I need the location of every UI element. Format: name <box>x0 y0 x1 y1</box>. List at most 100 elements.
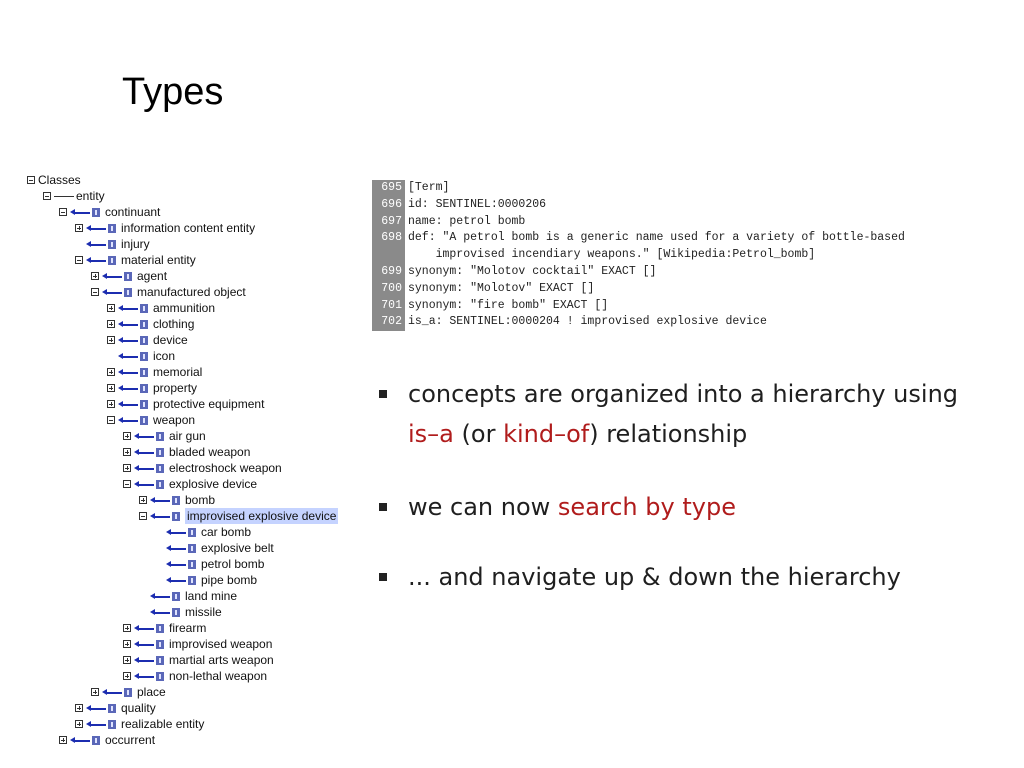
subclass-arrow-icon <box>134 476 154 492</box>
tree-node[interactable]: information content entity <box>75 220 255 236</box>
tree-node[interactable]: pipe bomb <box>155 572 257 588</box>
tree-node-label: clothing <box>153 317 195 331</box>
class-icon <box>172 591 180 601</box>
expand-icon[interactable] <box>123 448 131 456</box>
leaf-spacer <box>75 240 83 248</box>
subclass-arrow-icon <box>134 460 154 476</box>
expand-icon[interactable] <box>123 672 131 680</box>
collapse-icon[interactable] <box>107 416 115 424</box>
expand-icon[interactable] <box>59 736 67 744</box>
line-text: synonym: "Molotov" EXACT [] <box>405 280 595 298</box>
bullet-text: we can now search by type <box>408 493 736 521</box>
tree-node[interactable]: protective equipment <box>107 396 264 412</box>
tree-node-label: petrol bomb <box>201 557 265 571</box>
tree-node-label: non-lethal weapon <box>169 669 268 683</box>
tree-node[interactable]: continuant <box>59 204 160 220</box>
leaf-spacer <box>155 528 163 536</box>
tree-node-label: icon <box>153 349 176 363</box>
expand-icon[interactable] <box>91 688 99 696</box>
line-number: 701 <box>372 297 405 315</box>
leaf-spacer <box>107 352 115 360</box>
expand-icon[interactable] <box>107 384 115 392</box>
class-icon <box>156 671 164 681</box>
tree-node[interactable]: device <box>107 332 188 348</box>
expand-icon[interactable] <box>75 704 83 712</box>
line-number: 697 <box>372 213 405 231</box>
tree-node[interactable]: air gun <box>123 428 206 444</box>
collapse-icon[interactable] <box>139 512 147 520</box>
tree-node[interactable]: realizable entity <box>75 716 204 732</box>
leaf-spacer <box>139 608 147 616</box>
expand-icon[interactable] <box>91 272 99 280</box>
tree-node[interactable]: icon <box>107 348 175 364</box>
subclass-arrow-icon <box>166 556 186 572</box>
collapse-icon[interactable] <box>43 192 51 200</box>
tree-node[interactable]: clothing <box>107 316 194 332</box>
tree-node[interactable]: car bomb <box>155 524 251 540</box>
expand-icon[interactable] <box>107 320 115 328</box>
tree-node[interactable]: weapon <box>107 412 195 428</box>
expand-icon[interactable] <box>107 304 115 312</box>
line-number: 696 <box>372 196 405 214</box>
expand-icon[interactable] <box>75 224 83 232</box>
class-icon <box>172 495 180 505</box>
class-icon <box>140 335 148 345</box>
expand-icon[interactable] <box>107 336 115 344</box>
subclass-arrow-icon <box>134 428 154 444</box>
expand-icon[interactable] <box>75 720 83 728</box>
class-icon <box>188 543 196 553</box>
tree-node[interactable]: agent <box>91 268 167 284</box>
collapse-icon[interactable] <box>91 288 99 296</box>
tree-node-label: injury <box>121 237 150 251</box>
tree-node-label: car bomb <box>201 525 252 539</box>
class-icon <box>156 639 164 649</box>
collapse-icon[interactable] <box>75 256 83 264</box>
collapse-icon[interactable] <box>123 480 131 488</box>
line-number: 695 <box>372 180 405 197</box>
tree-node[interactable]: bomb <box>139 492 215 508</box>
tree-node[interactable]: injury <box>75 236 150 252</box>
expand-icon[interactable] <box>139 496 147 504</box>
tree-root[interactable]: Classes <box>27 172 81 188</box>
tree-node[interactable]: land mine <box>139 588 237 604</box>
expand-icon[interactable] <box>123 640 131 648</box>
tree-node[interactable]: martial arts weapon <box>123 652 274 668</box>
expand-icon[interactable] <box>123 432 131 440</box>
tree-node[interactable]: place <box>91 684 166 700</box>
tree-node-label: entity <box>76 189 105 203</box>
tree-node[interactable]: property <box>107 380 197 396</box>
expand-icon[interactable] <box>123 656 131 664</box>
tree-node[interactable]: missile <box>139 604 222 620</box>
expand-icon[interactable] <box>123 464 131 472</box>
line-number <box>372 247 405 264</box>
tree-node[interactable]: memorial <box>107 364 202 380</box>
tree-node[interactable]: electroshock weapon <box>123 460 282 476</box>
class-icon <box>188 527 196 537</box>
tree-node[interactable]: explosive belt <box>155 540 274 556</box>
tree-node[interactable]: material entity <box>75 252 196 268</box>
collapse-icon[interactable] <box>27 176 35 184</box>
tree-root-label: Classes <box>38 173 81 187</box>
tree-node[interactable]: quality <box>75 700 156 716</box>
expand-icon[interactable] <box>123 624 131 632</box>
tree-node[interactable]: manufactured object <box>91 284 246 300</box>
tree-node[interactable]: bladed weapon <box>123 444 250 460</box>
tree-node[interactable]: non-lethal weapon <box>123 668 267 684</box>
tree-node[interactable]: improvised weapon <box>123 636 272 652</box>
tree-node[interactable]: petrol bomb <box>155 556 264 572</box>
tree-node[interactable]: firearm <box>123 620 206 636</box>
expand-icon[interactable] <box>107 400 115 408</box>
collapse-icon[interactable] <box>59 208 67 216</box>
tree-node[interactable]: entity <box>43 188 105 204</box>
tree-node[interactable]: explosive device <box>123 476 257 492</box>
tree-node[interactable]: ammunition <box>107 300 215 316</box>
tree-node[interactable]: improvised explosive device <box>139 508 339 524</box>
subclass-arrow-icon <box>166 572 186 588</box>
tree-node-label: air gun <box>169 429 206 443</box>
expand-icon[interactable] <box>107 368 115 376</box>
subclass-arrow-icon <box>102 268 122 284</box>
tree-node-label: protective equipment <box>153 397 265 411</box>
tree-node[interactable]: occurrent <box>59 732 155 748</box>
